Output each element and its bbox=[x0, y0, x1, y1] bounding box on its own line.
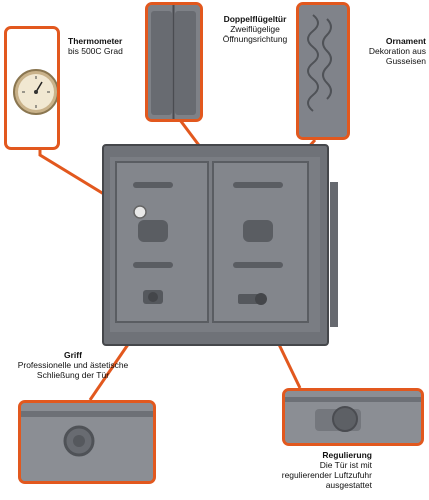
thermometer-icon bbox=[13, 69, 57, 115]
handle-closeup-image bbox=[21, 403, 153, 481]
regulation-inset bbox=[282, 388, 424, 446]
ornament-text: Dekoration aus Gusseisen bbox=[368, 46, 426, 66]
handle-title: Griff bbox=[64, 350, 82, 360]
doors-closeup-image bbox=[148, 5, 200, 119]
handle-label: Griff Professionelle und ästetische Schl… bbox=[4, 350, 142, 380]
fireplace-door-image bbox=[102, 144, 338, 346]
regulation-text: Die Tür ist mit regulierender Luftzufuhr… bbox=[281, 460, 372, 490]
regulation-title: Regulierung bbox=[322, 450, 372, 460]
ornament-closeup-image bbox=[299, 5, 347, 137]
handle-inset bbox=[18, 400, 156, 484]
ornament-inset bbox=[296, 2, 350, 140]
thermometer-inset bbox=[4, 26, 60, 150]
thermometer-label: Thermometer bis 500C Grad bbox=[68, 36, 123, 56]
doors-text: Zweiflügelige Öffnungsrichtung bbox=[222, 24, 288, 44]
handle-text: Professionelle und ästetische Schließung… bbox=[17, 360, 129, 380]
doors-inset bbox=[145, 2, 203, 122]
doors-label: Doppelflügeltür Zweiflügelige Öffnungsri… bbox=[200, 14, 310, 44]
thermometer-connector bbox=[38, 148, 131, 212]
ornament-title: Ornament bbox=[385, 36, 426, 46]
ornament-label: Ornament Dekoration aus Gusseisen bbox=[348, 36, 426, 66]
thermometer-text: bis 500C Grad bbox=[68, 46, 123, 56]
regulation-label: Regulierung Die Tür ist mit regulierende… bbox=[272, 450, 372, 490]
thermometer-title: Thermometer bbox=[68, 36, 123, 46]
regulation-closeup-image bbox=[285, 391, 421, 443]
doors-title: Doppelflügeltür bbox=[223, 14, 287, 24]
